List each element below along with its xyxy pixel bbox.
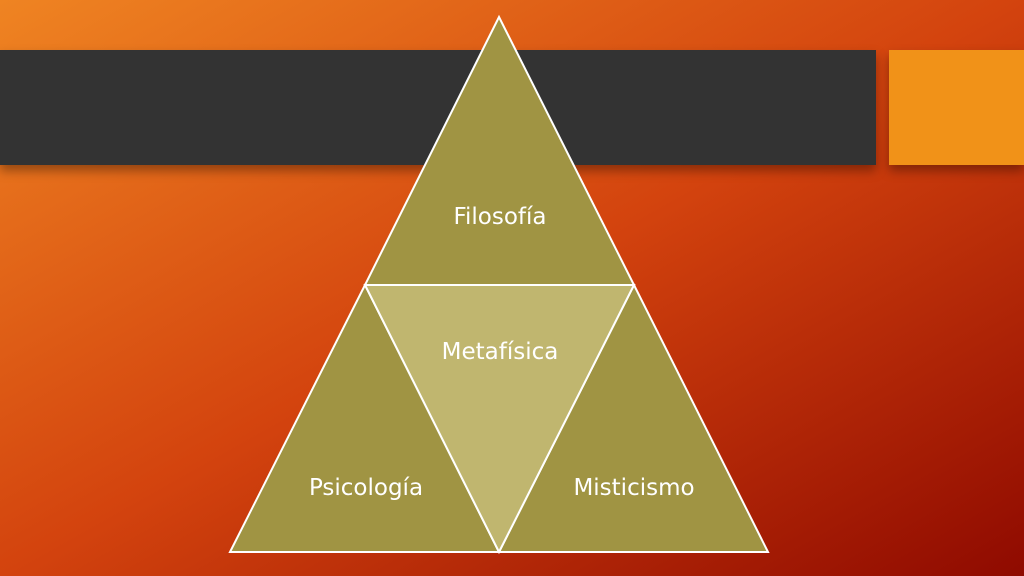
segment-left-label: Psicología (309, 475, 423, 501)
segment-top[interactable] (363, 14, 636, 286)
segment-center[interactable] (363, 284, 636, 555)
segment-center-label: Metafísica (442, 339, 559, 365)
segment-top-label: Filosofía (453, 204, 546, 230)
segment-right-label: Misticismo (573, 475, 694, 501)
accent-square (889, 50, 1024, 165)
